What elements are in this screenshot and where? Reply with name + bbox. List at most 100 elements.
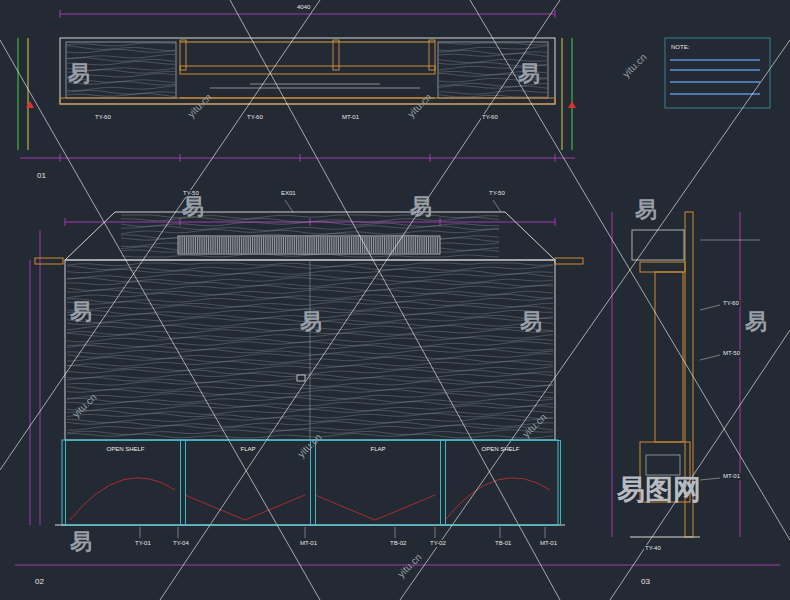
wood-trim [35, 258, 63, 264]
section-mark [26, 101, 34, 108]
watermark-line [610, 330, 790, 600]
dimension-line [740, 212, 741, 537]
slot-hatch [298, 237, 299, 253]
slot-hatch [309, 237, 310, 253]
callout-code: TY-60 [722, 300, 740, 307]
note-box [665, 38, 770, 108]
slot-hatch [202, 237, 203, 253]
slot-hatch [213, 237, 214, 253]
leader-line [700, 305, 720, 310]
slot-hatch [219, 237, 220, 253]
panel-outline [66, 42, 176, 98]
open-swing [445, 478, 550, 520]
slot-hatch [437, 237, 438, 253]
wave-line [121, 222, 499, 227]
socket [297, 375, 305, 381]
dimension-line [20, 158, 575, 159]
drawing-line [180, 154, 181, 162]
slot-hatch [329, 237, 330, 253]
leader-line [178, 527, 179, 538]
drawing-line [28, 38, 29, 150]
note-text-line [670, 69, 760, 71]
slot-hatch [197, 237, 198, 253]
slot-hatch [279, 237, 280, 253]
floor-line [630, 537, 700, 538]
wave-line [67, 90, 175, 94]
slot-hatch [323, 237, 324, 253]
wall-line [18, 38, 19, 150]
slot-hatch [182, 237, 183, 253]
slot-hatch [252, 237, 253, 253]
slot-hatch [375, 237, 376, 253]
slot-hatch [358, 237, 359, 253]
slot-hatch [224, 237, 225, 253]
section-mark [568, 101, 576, 108]
slot-hatch [334, 237, 335, 253]
leader-line [395, 527, 396, 538]
wall-line [572, 38, 573, 150]
callout-code: EX01 [280, 190, 297, 197]
slot-hatch [424, 237, 425, 253]
slot-hatch [305, 237, 306, 253]
watermark: 易图网 [617, 475, 701, 506]
compartment-label: FLAP [181, 446, 315, 453]
slot-hatch [294, 237, 295, 253]
callout-code: TY-60 [246, 114, 264, 121]
wave-line [439, 91, 547, 95]
callout-code: TY-50 [488, 190, 506, 197]
wave-line [67, 94, 175, 97]
compartment-label: OPEN SHELF [66, 446, 185, 453]
shelf-compartment: FLAP [310, 440, 446, 525]
slot-hatch [221, 237, 222, 253]
compartment-label: FLAP [311, 446, 445, 453]
drawing-line [65, 218, 66, 226]
slot-hatch [404, 237, 405, 253]
slot-hatch [331, 237, 332, 253]
slot-hatch [314, 237, 315, 253]
slot-hatch [382, 237, 383, 253]
post [429, 40, 435, 70]
wood-trim [555, 258, 583, 264]
cabinet-outline [60, 38, 555, 104]
slot-hatch [338, 237, 339, 253]
slot-hatch [320, 237, 321, 253]
slot-hatch [408, 237, 409, 253]
wood-trim [640, 262, 685, 272]
slot-hatch [384, 237, 385, 253]
slot-hatch [353, 237, 354, 253]
slot-hatch [285, 237, 286, 253]
slot-hatch [250, 237, 251, 253]
watermark: 易 [182, 195, 204, 219]
slot-hatch [254, 237, 255, 253]
drawing-rect [646, 455, 680, 475]
slot-hatch [336, 237, 337, 253]
leader-line [305, 527, 306, 538]
bulkhead [65, 212, 555, 260]
watermark-line [0, 40, 320, 600]
wave-line [439, 51, 547, 55]
watermark: 易 [635, 198, 657, 222]
dimension-line [30, 260, 31, 525]
watermark: yitu.cn [185, 91, 213, 119]
slot-hatch [391, 237, 392, 253]
slot-hatch [327, 237, 328, 253]
leader-line [700, 240, 760, 241]
slot-hatch [272, 237, 273, 253]
slot-hatch [292, 237, 293, 253]
leader-line [435, 527, 436, 538]
slot-hatch [386, 237, 387, 253]
callout-code: TY-04 [172, 540, 190, 547]
slot-hatch [397, 237, 398, 253]
slot-hatch [402, 237, 403, 253]
slot-hatch [239, 237, 240, 253]
watermark: 易 [520, 310, 542, 334]
slot-hatch [184, 237, 185, 253]
wave-line [439, 54, 547, 57]
slot-hatch [235, 237, 236, 253]
view-number: 03 [640, 578, 651, 587]
watermark-line [400, 40, 790, 600]
slot-hatch [369, 237, 370, 253]
watermark: yitu.cn [395, 551, 423, 579]
